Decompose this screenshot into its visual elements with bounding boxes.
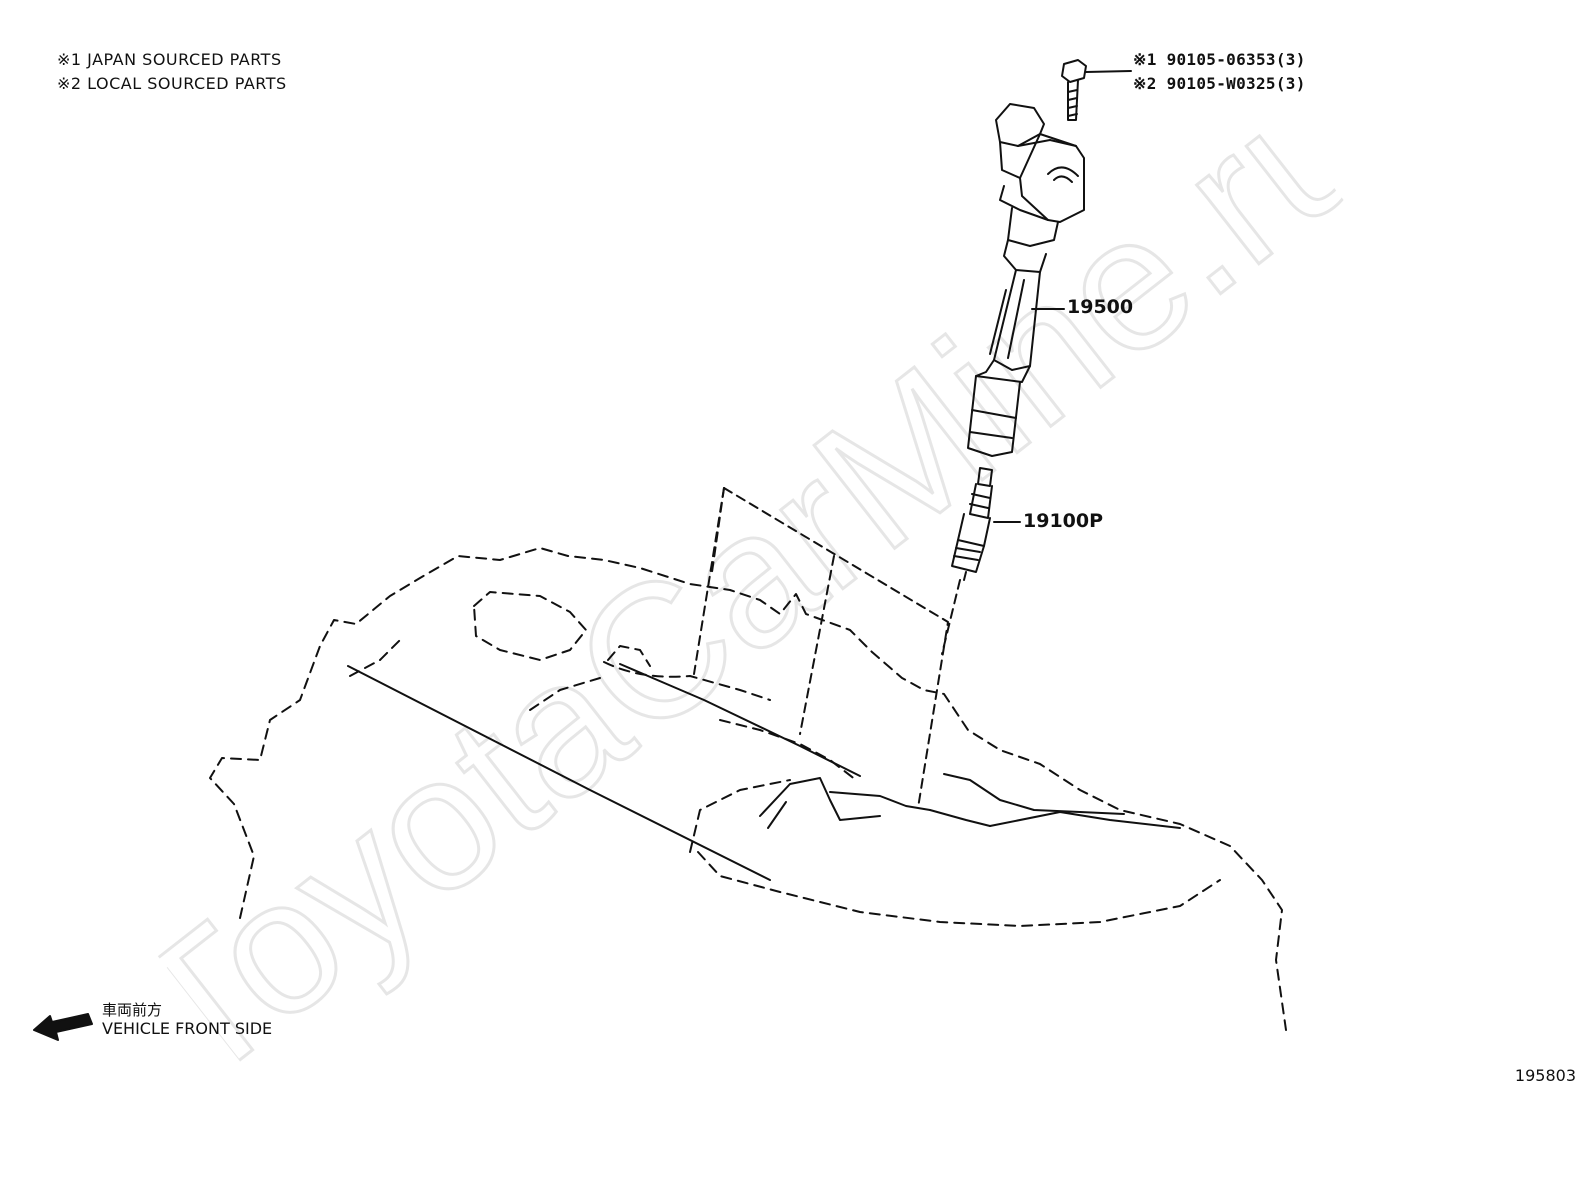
parts-diagram	[33, 59, 1287, 1041]
spark-plug-callout[interactable]: 19100P	[1023, 510, 1104, 532]
engine-outline	[209, 547, 1287, 1031]
ignition-coil-icon	[967, 103, 1085, 457]
figure-number: 195803	[1514, 1066, 1576, 1085]
legend-local-sourced: ※2 LOCAL SOURCED PARTS	[57, 74, 287, 93]
bolt-part-local[interactable]: ※2 90105-W0325(3)	[1133, 74, 1306, 93]
spark-plug-icon	[951, 467, 993, 581]
front-arrow-icon	[33, 1013, 93, 1041]
bolt-leader-line	[1085, 70, 1132, 73]
bolt-icon	[1061, 59, 1087, 121]
sourcing-legend: ※1 JAPAN SOURCED PARTS ※2 LOCAL SOURCED …	[57, 48, 287, 96]
engine-details	[347, 663, 1181, 881]
front-label-en: VEHICLE FRONT SIDE	[102, 1019, 273, 1038]
alignment-lines	[693, 487, 961, 809]
front-label-jp: 車両前方	[102, 1001, 163, 1019]
ignition-coil-callout[interactable]: 19500	[1067, 296, 1134, 318]
bolt-part-japan[interactable]: ※1 90105-06353(3)	[1133, 50, 1306, 69]
bolt-part-numbers: ※1 90105-06353(3) ※2 90105-W0325(3)	[1133, 48, 1306, 96]
legend-japan-sourced: ※1 JAPAN SOURCED PARTS	[57, 50, 282, 69]
